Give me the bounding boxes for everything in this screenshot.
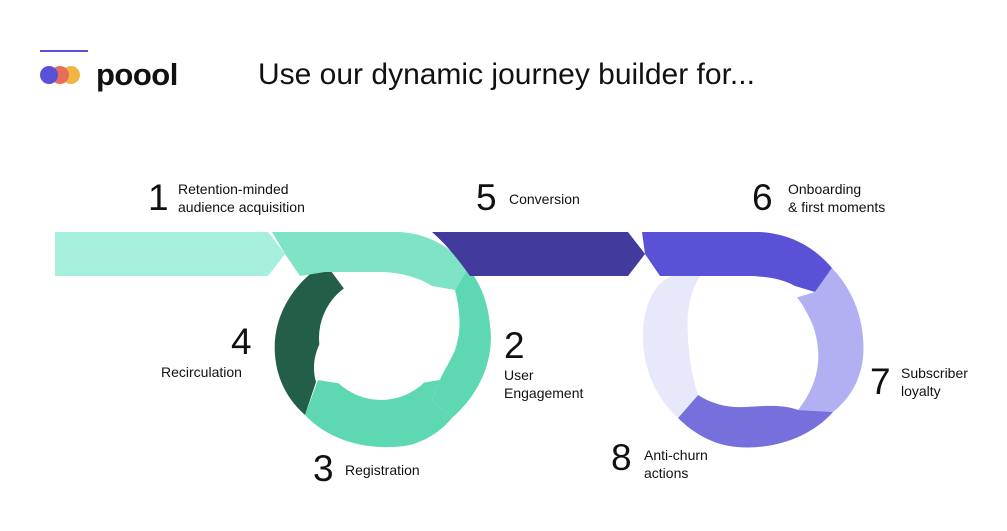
page-title: Use our dynamic journey builder for...: [258, 58, 755, 91]
step-number-8: 8: [611, 437, 632, 478]
segment-conversion: [432, 232, 645, 276]
step-label-line: loyalty: [901, 383, 941, 399]
step-label-1: Retention-minded audience acquisition: [178, 180, 305, 216]
step-label-line: audience acquisition: [178, 199, 305, 215]
step-label-line: Registration: [345, 462, 420, 478]
step-label-6: Onboarding & first moments: [788, 180, 885, 216]
segment-engagement: [432, 268, 491, 418]
step-number-5: 5: [476, 177, 497, 218]
step-label-line: Conversion: [509, 191, 580, 207]
step-number-4: 4: [231, 321, 252, 362]
logo-dot: [40, 66, 58, 84]
brand-name: poool: [96, 57, 178, 92]
segment-lavender-arc: [643, 276, 700, 418]
step-number-6: 6: [752, 177, 773, 218]
step-label-line: & first moments: [788, 199, 886, 215]
step-label-2: User Engagement: [504, 366, 583, 402]
segment-recirculation: [274, 263, 346, 415]
step-label-line: Recirculation: [161, 364, 242, 380]
step-number-2: 2: [504, 325, 525, 366]
header-accent-rule: [40, 50, 88, 52]
segment-onboarding: [642, 232, 832, 292]
segment-registration: [305, 380, 452, 448]
segment-acquisition: [55, 232, 285, 276]
step-label-line: actions: [644, 465, 689, 481]
step-number-1: 1: [148, 177, 169, 218]
brand-logo: poool: [40, 58, 178, 92]
segment-anti-churn: [678, 395, 833, 448]
step-label-line: Retention-minded: [178, 181, 289, 197]
step-label-line: Engagement: [504, 385, 584, 401]
step-label-line: Onboarding: [788, 181, 862, 197]
segment-acquisition-arc: [272, 232, 468, 290]
logo-dots-icon: [40, 64, 84, 86]
step-label-line: Subscriber: [901, 365, 968, 381]
step-label-7: Subscriber loyalty: [901, 364, 968, 400]
step-label-line: User: [504, 367, 534, 383]
step-label-8: Anti-churn actions: [644, 446, 708, 482]
step-label-3: Registration: [345, 461, 420, 479]
step-label-5: Conversion: [509, 190, 580, 208]
step-label-4: Recirculation: [161, 363, 242, 381]
segment-loyalty: [795, 268, 864, 412]
step-label-line: Anti-churn: [644, 447, 708, 463]
step-number-3: 3: [313, 448, 334, 489]
step-number-7: 7: [870, 361, 891, 402]
